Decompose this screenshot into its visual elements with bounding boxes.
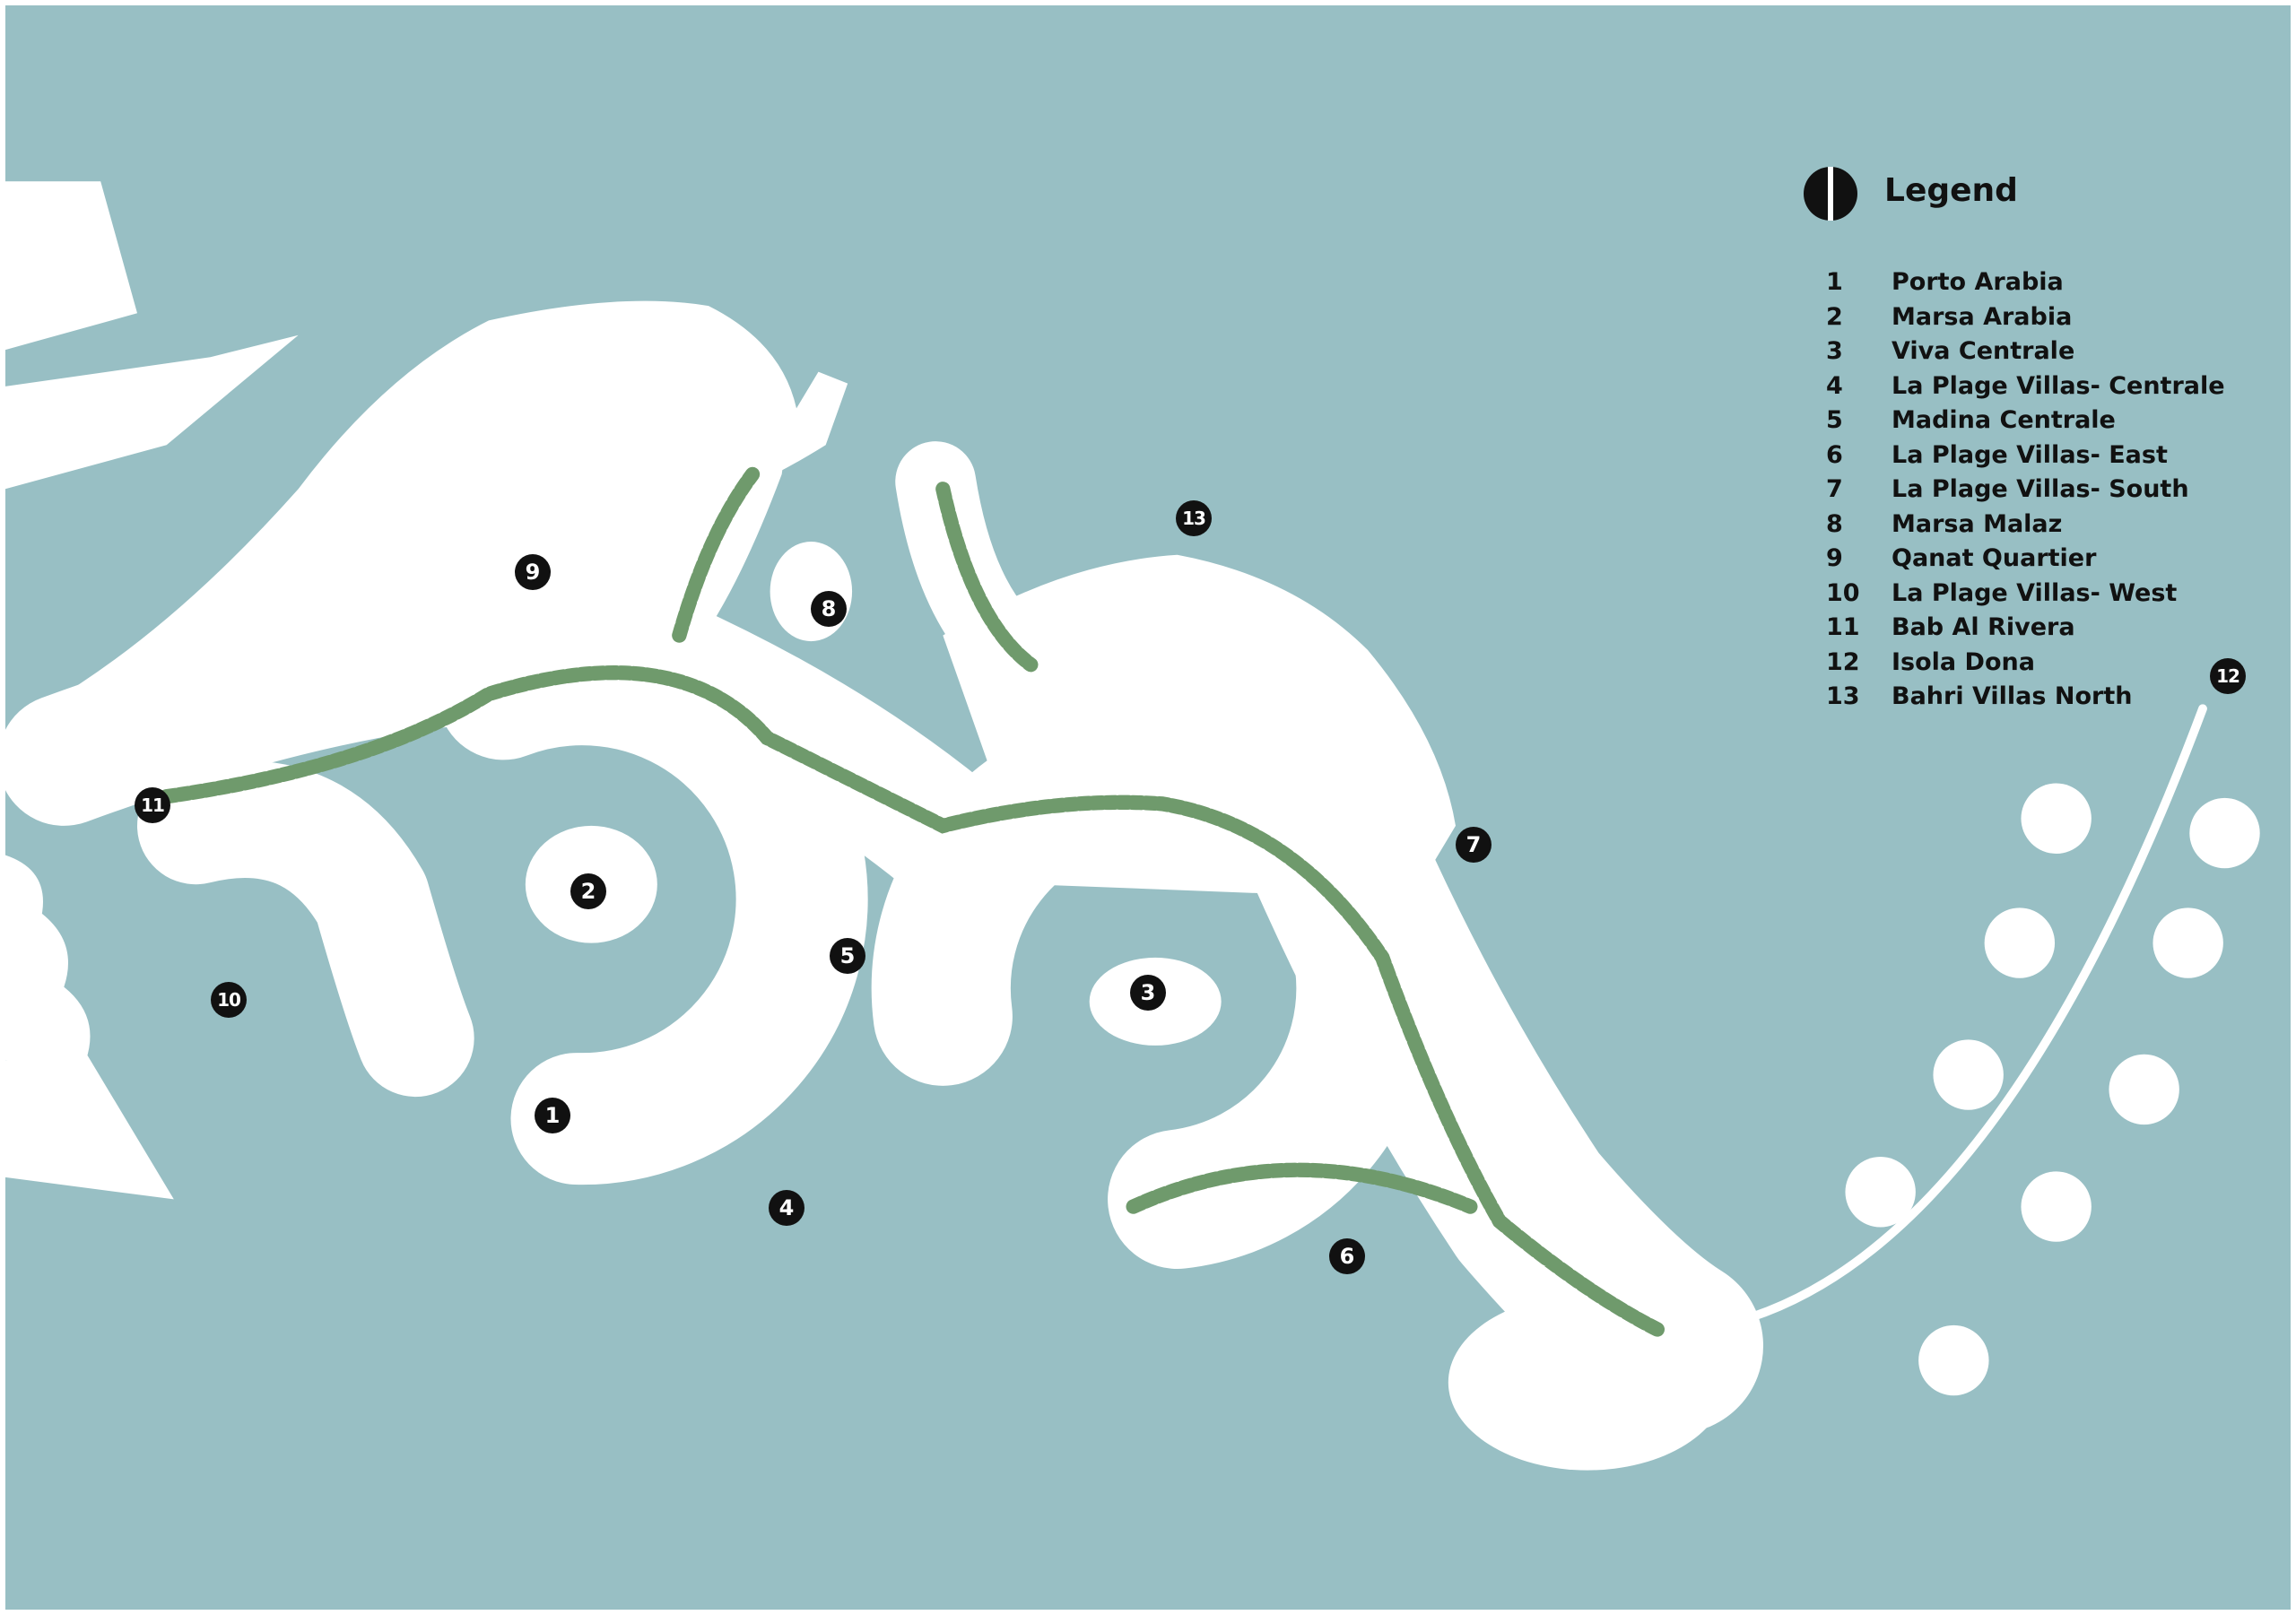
land-top-left — [5, 181, 137, 351]
green-corridor-finger — [935, 482, 1039, 673]
legend-entry-name: Bahri Villas North — [1892, 682, 2133, 710]
legend-entry-number: 10 — [1826, 578, 1860, 607]
green-corridor-north — [672, 466, 761, 643]
map-marker-13[interactable]: 13 — [1176, 500, 1212, 536]
land-layer — [5, 181, 2260, 1471]
legend-entry-name: La Plage Villas- South — [1892, 475, 2189, 503]
legend-entry-number: 6 — [1826, 440, 1843, 469]
legend-entry: 13 Bahri Villas North — [1826, 682, 2132, 710]
land-bottom-left — [5, 1053, 174, 1200]
legend-entry-number: 12 — [1826, 647, 1860, 676]
green-corridor — [159, 664, 1668, 1339]
legend-entry: 9 Qanat Quartier — [1826, 544, 2096, 572]
land-west-crescent — [137, 760, 474, 1098]
map-marker-8[interactable]: 8 — [811, 591, 847, 627]
legend-entry-name: Porto Arabia — [1892, 268, 2064, 296]
legend-entry-number: 2 — [1826, 302, 1843, 331]
legend-entry: 5 Madina Centrale — [1826, 406, 2116, 434]
legend-entry-name: La Plage Villas- Centrale — [1892, 371, 2225, 400]
legend-circle-icon — [1804, 167, 1857, 221]
legend-entry-name: Madina Centrale — [1892, 406, 2116, 434]
land-qanat-peninsula — [474, 389, 784, 650]
legend-entry-number: 13 — [1826, 682, 1860, 710]
legend-title: Legend — [1884, 172, 2018, 209]
legend-entry-name: Viva Centrale — [1892, 337, 2075, 365]
legend-entry-number: 8 — [1826, 509, 1843, 538]
isola-dona-pods — [1845, 783, 2260, 1396]
map-marker-6[interactable]: 6 — [1329, 1238, 1365, 1274]
map-marker-10[interactable]: 10 — [211, 982, 247, 1018]
land-west-wavy — [5, 855, 91, 1061]
island-marsa-malaz — [770, 542, 853, 642]
map-marker-4[interactable]: 4 — [769, 1190, 804, 1226]
land-northwest — [5, 300, 848, 738]
legend-entry-name: Marsa Malaz — [1892, 509, 2063, 538]
legend-entry: 1 Porto Arabia — [1826, 268, 2064, 296]
green-corridor-south — [1126, 1162, 1478, 1214]
legend-entry-number: 9 — [1826, 544, 1843, 572]
map-marker-3[interactable]: 3 — [1130, 975, 1166, 1011]
map-marker-5[interactable]: 5 — [830, 938, 865, 974]
legend-entry-number: 7 — [1826, 475, 1843, 503]
map-marker-7[interactable]: 7 — [1456, 827, 1492, 863]
legend-entry: 10 La Plage Villas- West — [1826, 579, 2177, 607]
legend-entry: 12 Isola Dona — [1826, 648, 2035, 676]
map-marker-12[interactable]: 12 — [2210, 658, 2246, 694]
legend-entry-number: 1 — [1826, 268, 1843, 296]
legend-entry-name: Isola Dona — [1892, 647, 2035, 676]
land-east-band — [1236, 737, 1763, 1434]
map-canvas: 1 2 3 4 5 6 7 8 9 10 11 12 13 Legend 1 Po… — [5, 5, 2291, 1610]
map-marker-2[interactable]: 2 — [570, 873, 606, 909]
isola-dona-causeway — [1685, 704, 2207, 1336]
legend-entry-number: 4 — [1826, 371, 1843, 400]
map-marker-1[interactable]: 1 — [535, 1098, 570, 1133]
legend-entry-number: 3 — [1826, 337, 1843, 365]
land-porto-arabia — [437, 613, 868, 1185]
legend-entry-name: Marsa Arabia — [1892, 302, 2073, 331]
legend-entry-name: La Plage Villas- West — [1892, 578, 2178, 607]
legend-entry-name: Qanat Quartier — [1892, 544, 2097, 572]
map-marker-11[interactable]: 11 — [135, 787, 170, 823]
legend-entry-name: La Plage Villas- East — [1892, 440, 2168, 469]
legend-entry-number: 11 — [1826, 613, 1860, 641]
legend-entry: 6 La Plage Villas- East — [1826, 441, 2168, 469]
legend-entry: 8 Marsa Malaz — [1826, 510, 2062, 538]
map-marker-9[interactable]: 9 — [515, 554, 551, 590]
land-top-left-strip — [5, 334, 299, 490]
legend-entry-name: Bab Al Rivera — [1892, 613, 2075, 641]
legend-entry: 7 La Plage Villas- South — [1826, 475, 2189, 503]
legend-entry: 4 La Plage Villas- Centrale — [1826, 372, 2225, 400]
legend-entry: 11 Bab Al Rivera — [1826, 613, 2075, 641]
legend-entry-number: 5 — [1826, 406, 1843, 434]
legend-entry: 3 Viva Centrale — [1826, 337, 2074, 365]
legend-entry: 2 Marsa Arabia — [1826, 303, 2072, 331]
